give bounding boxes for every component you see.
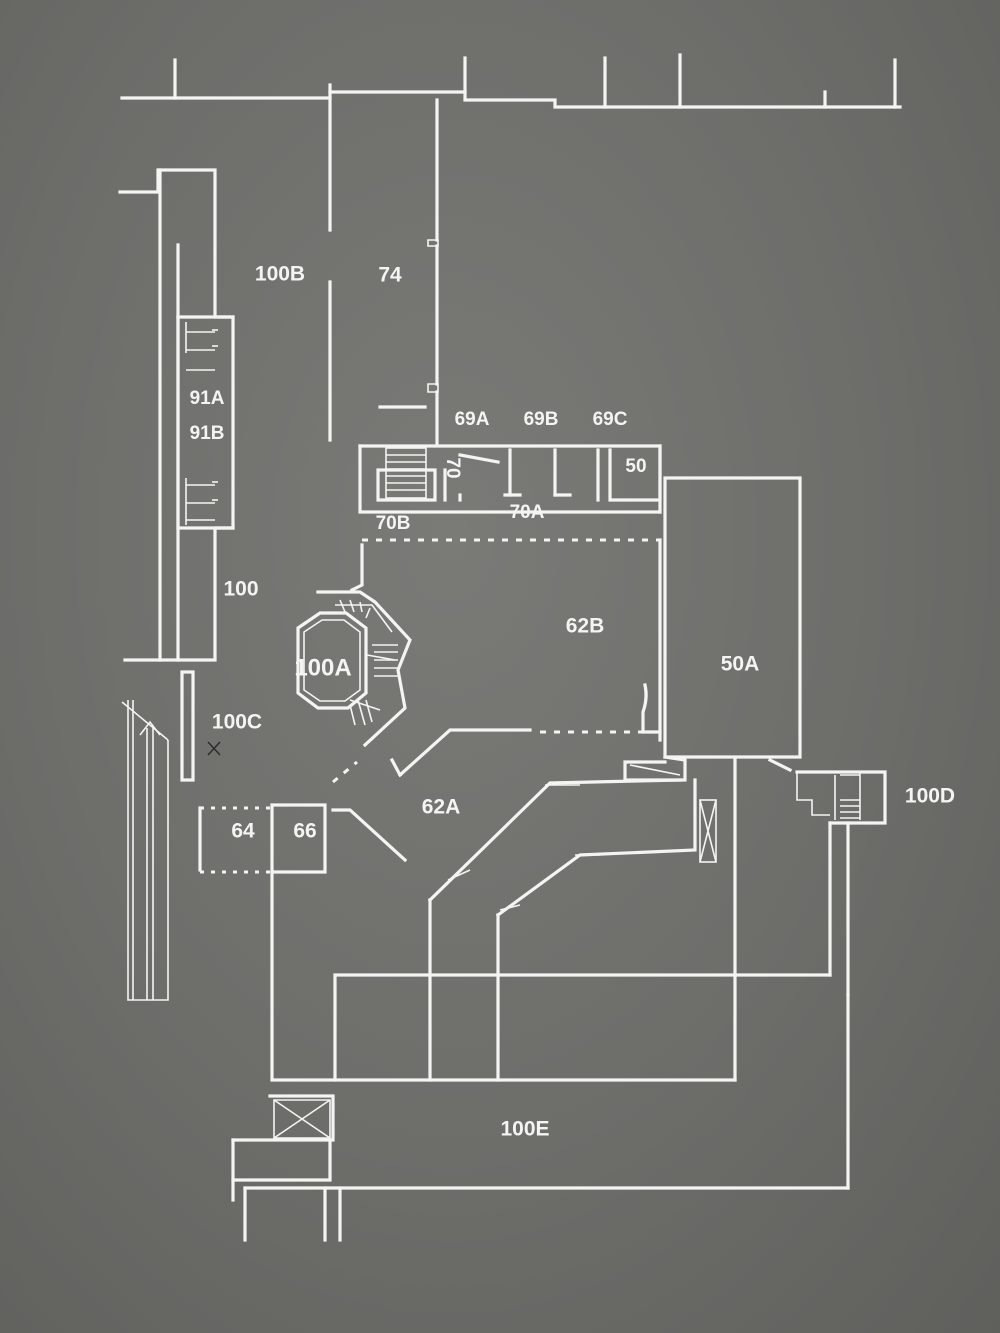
- service-core-walls: [358, 444, 662, 514]
- room-label-100: 100: [223, 578, 258, 601]
- room-label-69C: 69C: [593, 409, 628, 430]
- x-mark-icon: [207, 741, 221, 756]
- central-walls: [332, 476, 802, 784]
- room-label-62A: 62A: [422, 796, 461, 819]
- room-label-66: 66: [293, 820, 316, 843]
- room-label-70A: 70A: [510, 502, 545, 523]
- room-label-91B: 91B: [190, 423, 225, 444]
- room-label-100A: 100A: [294, 654, 351, 681]
- restroom-stalls: [176, 315, 235, 530]
- stairwell-100D: [767, 757, 887, 997]
- room-label-50: 50: [625, 456, 646, 477]
- west-wing-walls: [118, 98, 439, 662]
- room-label-69A: 69A: [455, 409, 490, 430]
- room-label-50A: 50A: [721, 653, 760, 676]
- stair-icon: [385, 447, 427, 499]
- up-arrow-icon: [121, 700, 169, 1001]
- rooms-64-66: [270, 803, 408, 874]
- corridor-100C: [180, 670, 270, 874]
- room-label-100C: 100C: [212, 711, 262, 734]
- corridor-100E: [231, 973, 850, 1242]
- south-block-walls: [270, 755, 737, 1082]
- room-labels: 100B 74 91A 91B 69A 69B 69C 70 50 70A 70…: [190, 263, 956, 1141]
- room-label-100B: 100B: [255, 263, 305, 286]
- room-label-70: 70: [442, 457, 463, 478]
- room-label-91A: 91A: [190, 388, 225, 409]
- room-label-74: 74: [378, 264, 402, 287]
- room-label-62B: 62B: [566, 615, 605, 638]
- atrium-100A: [296, 590, 412, 748]
- room-label-64: 64: [231, 820, 255, 843]
- room-label-100E: 100E: [500, 1118, 549, 1141]
- room-label-100D: 100D: [905, 785, 955, 808]
- room-label-69B: 69B: [524, 409, 559, 430]
- north-wing-walls: [120, 53, 902, 109]
- room-label-70B: 70B: [376, 513, 411, 534]
